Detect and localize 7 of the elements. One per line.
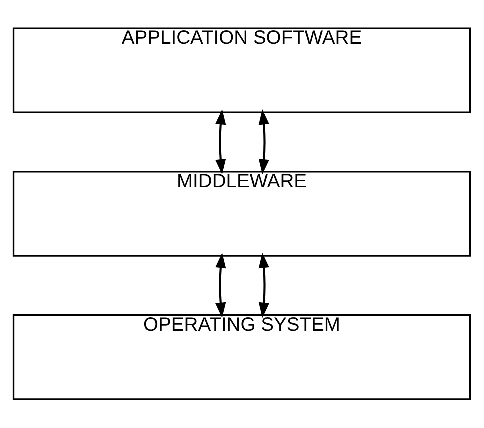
node-box: OPERATING SYSTEM	[12, 314, 472, 400]
arrow	[258, 252, 270, 318]
node-box: MIDDLEWARE	[12, 171, 472, 257]
arrow	[216, 252, 226, 318]
arrow	[216, 110, 226, 175]
node-box: APPLICATION SOFTWARE	[12, 28, 472, 114]
arrow	[258, 110, 270, 175]
